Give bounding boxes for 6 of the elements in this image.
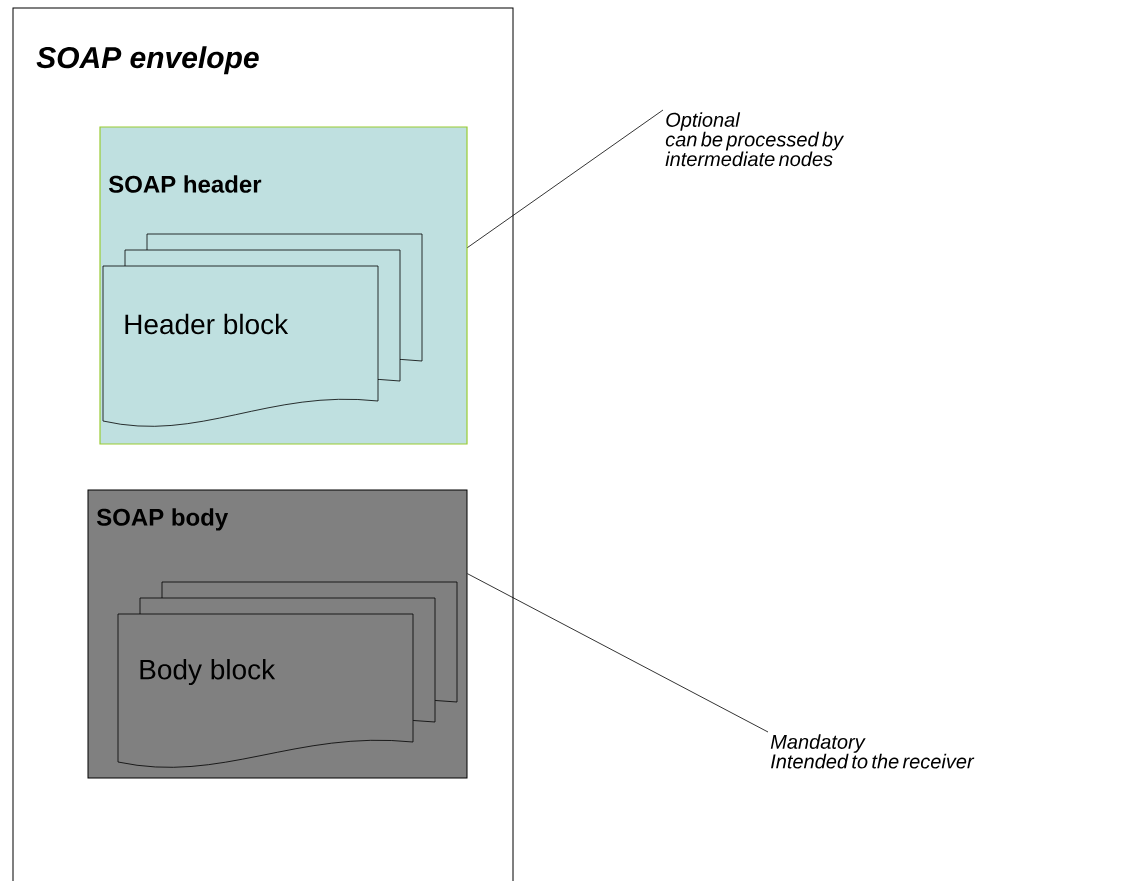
note-text: Optional can be processed by intermediate nodes [665, 112, 845, 167]
leader-line [467, 573, 769, 733]
document-stack: Header block [102, 233, 423, 427]
note-text: Mandatory Intended to the receiver [770, 734, 975, 769]
leader-line [467, 109, 664, 248]
document-stack: Body block [117, 581, 458, 768]
